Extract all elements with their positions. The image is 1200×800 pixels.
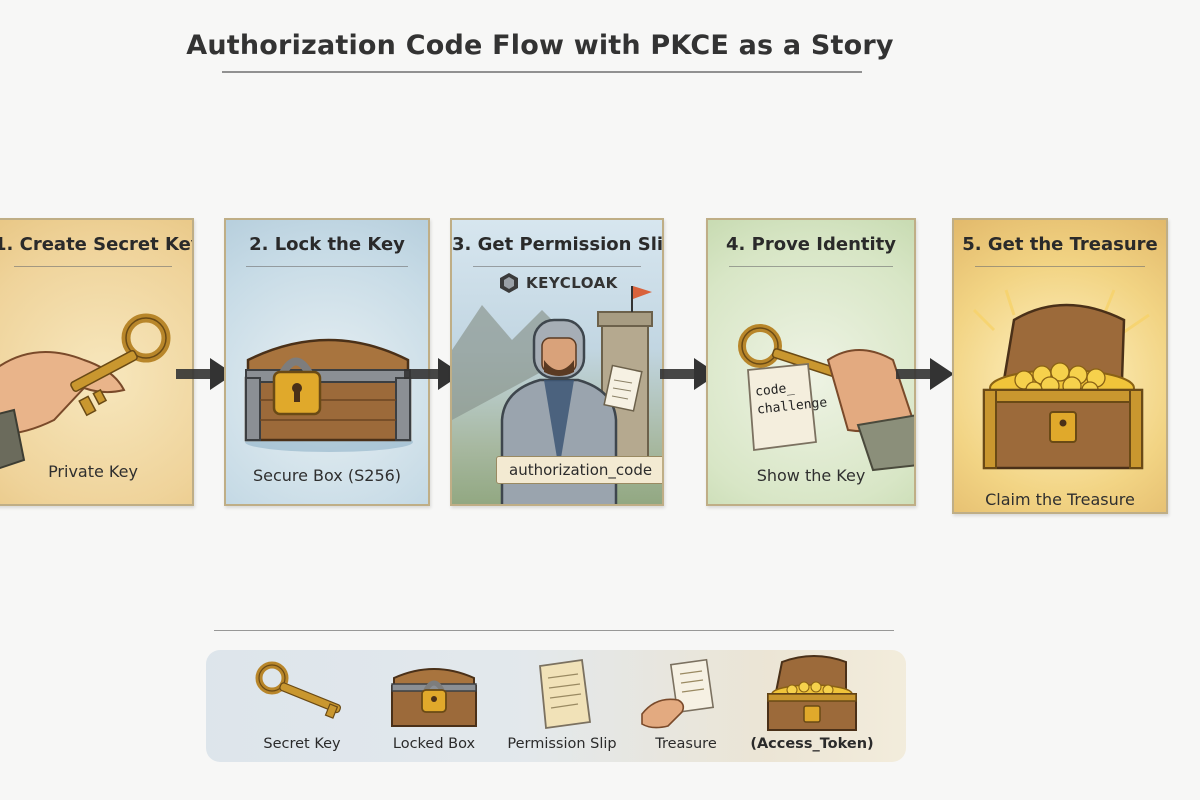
treasure-chest-icon: [972, 289, 1150, 470]
diagram-title: Authorization Code Flow with PKCE as a S…: [186, 30, 894, 61]
step-title: 2. Lock the Key: [249, 234, 405, 255]
treasure-chest-icon: [767, 655, 857, 731]
title-underline: [222, 71, 862, 73]
step-title: 5. Get the Treasure: [962, 234, 1158, 255]
step-title-underline: [246, 266, 408, 267]
legend-item-permission-slip: Permission Slip: [492, 652, 632, 762]
step-panel-1: 1. Create Secret Key Private Key: [0, 218, 194, 506]
legend-label: Permission Slip: [507, 736, 617, 752]
authorization-code-tag: authorization_code: [496, 456, 662, 484]
step-caption: Show the Key: [756, 466, 866, 485]
legend-item-access-token: (Access_Token): [742, 652, 882, 762]
step-title-underline: [728, 266, 894, 267]
step-panel-5: 5. Get the Treasure Claim the Treasure: [952, 218, 1168, 514]
step-title: 1. Create Secret Key: [0, 234, 194, 255]
legend-label: Locked Box: [392, 736, 476, 752]
legend-divider: [214, 630, 894, 631]
legend-label: Treasure: [655, 736, 717, 752]
hand-with-paper-icon: [641, 658, 715, 729]
step-title: 4. Prove Identity: [726, 234, 896, 255]
step-panel-4: 4. Prove Identity code_ challenge Show t…: [706, 218, 916, 506]
legend-item-treasure: Treasure: [616, 652, 756, 762]
step-title-underline: [473, 266, 641, 267]
knight-with-slip-icon: [452, 286, 653, 504]
keycloak-logo: KEYCLOAK: [498, 272, 618, 294]
locked-chest-icon: [244, 338, 413, 452]
code-challenge-note: code_ challenge: [754, 376, 828, 419]
legend-item-locked-box: Locked Box: [364, 652, 504, 762]
legend-label: Secret Key: [263, 736, 341, 752]
legend-item-secret-key: Secret Key: [232, 652, 372, 762]
step-panel-2: 2. Lock the Key Secure Box (S256): [224, 218, 430, 506]
locked-box-icon: [391, 668, 477, 727]
step-title: 3. Get Permission Slip: [452, 234, 664, 255]
flow-arrow-4-to-5: [896, 358, 954, 390]
legend-label: (Access_Token): [750, 736, 874, 752]
step-title-underline: [13, 266, 173, 267]
key-and-note-icon: [738, 324, 914, 472]
keycloak-label: KEYCLOAK: [526, 274, 618, 292]
step-caption: Private Key: [48, 462, 138, 481]
step-title-underline: [975, 266, 1145, 267]
key-icon: [255, 661, 342, 719]
step-caption: Claim the Treasure: [985, 490, 1135, 509]
permission-slip-icon: [539, 658, 592, 730]
step-panel-3: 3. Get Permission Slip KEYCLOAK authoriz…: [450, 218, 664, 506]
flow-arrow-1-to-2: [176, 358, 234, 390]
hand-holding-key-icon: [0, 313, 171, 470]
step-caption: Secure Box (S256): [252, 466, 402, 485]
keycloak-hex-icon: [500, 273, 518, 293]
